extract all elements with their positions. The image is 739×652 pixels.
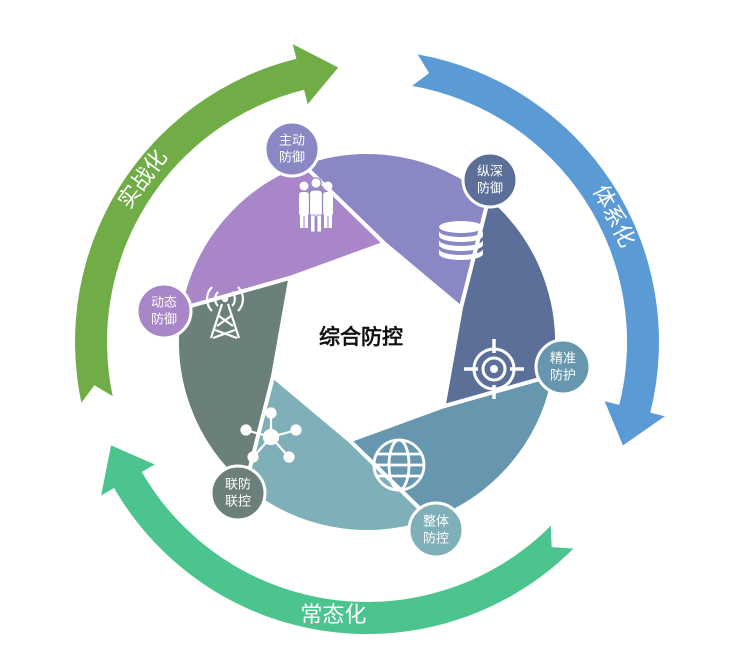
badge-dynamic: 动态 防御: [135, 282, 193, 340]
badge-dynamic-line1: 动态: [151, 296, 177, 311]
network-icon: [240, 407, 302, 463]
badge-proactive: 主动 防御: [263, 120, 321, 178]
people-icon: [299, 177, 333, 233]
arrow-bottom-shape: [101, 445, 574, 635]
badge-holistic: 整体 防控: [407, 501, 465, 559]
badges-layer: 主动 防御 纵深 防御 精准 防护 整体 防控 联防 联控: [135, 120, 592, 559]
globe-icon: [372, 438, 426, 492]
badge-in-depth-line1: 纵深: [477, 165, 503, 180]
icons-layer: [205, 177, 524, 492]
badge-precise-line2: 防护: [550, 368, 576, 384]
badge-joint-line2: 联控: [225, 495, 251, 510]
arrow-bottom: 常态化: [101, 445, 574, 635]
badge-precise-line1: 精准: [550, 352, 576, 367]
badge-holistic-line1: 整体: [423, 515, 449, 530]
badge-proactive-line1: 主动: [279, 134, 305, 149]
target-icon: [464, 339, 524, 399]
database-icon: [439, 221, 483, 260]
badge-dynamic-line2: 防御: [151, 312, 177, 328]
badge-joint-line1: 联防: [225, 477, 251, 493]
badge-holistic-line2: 防控: [423, 531, 449, 547]
badge-in-depth: 纵深 防御: [461, 151, 519, 209]
badge-in-depth-line2: 防御: [477, 181, 503, 197]
arrow-bottom-label: 常态化: [300, 603, 366, 628]
badge-precise: 精准 防护: [534, 338, 592, 396]
arrow-top-right-shape: [412, 54, 665, 446]
center-title: 综合防控: [319, 325, 403, 349]
signal-tower-icon: [205, 286, 245, 340]
badge-joint: 联防 联控: [209, 464, 267, 522]
shutter: [175, 150, 559, 534]
arrow-left-shape: [75, 44, 339, 403]
badge-proactive-line2: 防御: [279, 150, 305, 166]
